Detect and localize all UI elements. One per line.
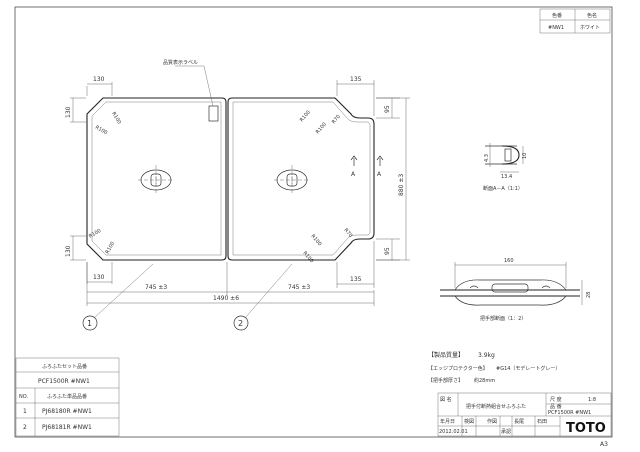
handle-section-title: 把手部断面（1：2） (480, 315, 526, 322)
approve-label: 承認 (501, 428, 511, 435)
handle-section-view: 160 28 把手部断面（1：2） (440, 258, 592, 322)
section-aa-thickness: 4.3 (484, 154, 490, 162)
radius-label: R100 (301, 250, 314, 264)
dim-left-top-width: 130 (93, 76, 105, 83)
dim-half-width-2: 745 ±3 (288, 284, 310, 291)
set-part-number: PCF1500R #NW1 (38, 378, 90, 385)
radius-label: R100 (105, 241, 117, 255)
lid-panel-2 (227, 97, 375, 261)
dim-right-top-width: 135 (350, 76, 362, 83)
row-1-no: 1 (23, 408, 27, 415)
color-header-name: 色名 (587, 12, 597, 19)
col-no-header: NO. (19, 394, 28, 400)
col-name-header: ふろふた単品品番 (47, 393, 87, 400)
dim-left-top-height: 130 (65, 106, 72, 118)
drawing-name-label: 図 名 (440, 396, 452, 403)
date-label: 年月日 (440, 418, 455, 425)
balloon-2 (233, 315, 249, 331)
section-aa-title: 断面A－A（1:1） (483, 185, 523, 192)
parts-table-title: ふろふたセット品番 (42, 363, 87, 370)
color-name: ホワイト (580, 25, 600, 31)
balloon-2-number: 2 (238, 319, 243, 328)
radius-label: R100 (88, 228, 102, 240)
dim-overall-width: 1490 ±6 (213, 295, 239, 302)
row-1-part: PJ68180R #NW1 (42, 408, 92, 415)
lid-panel-1 (86, 97, 227, 261)
handle-2 (274, 165, 310, 195)
dim-half-width-1: 745 ±3 (145, 284, 167, 291)
weight-label: 【製品質量】 (428, 351, 464, 359)
radius-label: R100 (94, 125, 108, 137)
drawn-label: 作図 (487, 418, 497, 425)
handle-section-width: 160 (504, 258, 514, 264)
part-number-label: 品 番 (550, 403, 562, 410)
drawing-name-value: 把手付断熱組合せふろふた (466, 403, 526, 410)
balloon-1-number: 1 (87, 319, 92, 328)
label-tag-callout: 品質表示ラベル (163, 59, 198, 66)
drawn-by: 長尾 (514, 419, 524, 425)
handle-1 (138, 165, 174, 195)
color-code: #NW1 (548, 25, 564, 31)
weight-value: 3.9kg (478, 352, 495, 359)
dim-right-bottom-height: 95 (384, 247, 391, 255)
sheet-size: A3 (600, 441, 608, 448)
dim-left-bottom-height: 130 (65, 245, 72, 257)
handle-section-thickness: 28 (586, 292, 592, 298)
section-mark-a: A (377, 171, 382, 178)
handle-thickness-value: 約28mm (474, 377, 495, 384)
date-value: 2012.02.01 (439, 429, 468, 435)
dim-right-bottom-width: 135 (350, 276, 362, 283)
color-header-code: 色番 (552, 12, 562, 19)
parts-table: ふろふたセット品番 PCF1500R #NW1 NO. ふろふた単品品番 1 P… (15, 357, 120, 437)
handle-thickness-label: 【把手部厚さ】 (428, 377, 463, 384)
section-aa-view: 4.3 10 13.4 断面A－A（1:1） (483, 143, 528, 192)
sheet-border (14, 6, 613, 438)
section-aa-depth: 13.4 (501, 174, 512, 180)
row-2-no: 2 (23, 424, 27, 431)
row-2-part: PJ68181R #NW1 (42, 424, 92, 431)
scale-value: 1:8 (588, 397, 596, 403)
section-mark-a: A (351, 171, 356, 178)
color-table: 色番 色名 #NW1 ホワイト (539, 8, 611, 34)
radius-label: R70 (342, 227, 353, 238)
balloon-1 (82, 315, 98, 331)
lid-plan-view: 品質表示ラベル R100 R100 R100 R100 R100 R100 R7… (65, 59, 410, 331)
dim-left-bottom-width: 130 (93, 274, 105, 281)
radius-label: R100 (110, 111, 122, 125)
radius-label: R100 (309, 233, 322, 247)
radius-label: R70 (331, 114, 342, 125)
check-label: 検図 (464, 418, 474, 425)
quality-label-sticker (208, 105, 219, 122)
scale-label: 尺 度 (550, 396, 562, 403)
notes: 【製品質量】 3.9kg 【エッジプロテクター色】 #G14（モデレートグレー）… (428, 351, 560, 384)
radius-label: R100 (299, 109, 312, 123)
title-block: 図 名 把手付断熱組合せふろふた 尺 度 1:8 品 番 PCF1500R #N… (437, 392, 612, 448)
section-aa-edge: 10 (522, 153, 528, 159)
dim-right-top-height: 95 (384, 105, 391, 113)
edge-protector-label: 【エッジプロテクター色】 (428, 365, 488, 372)
edge-protector-value: #G14（モデレートグレー） (496, 365, 560, 372)
part-number-value: PCF1500R #NW1 (548, 410, 591, 416)
approved-by: 石田 (537, 419, 547, 425)
radius-label: R100 (315, 121, 328, 135)
toto-logo: TOTO (566, 421, 606, 436)
dim-overall-height: 880 ±3 (398, 174, 405, 196)
